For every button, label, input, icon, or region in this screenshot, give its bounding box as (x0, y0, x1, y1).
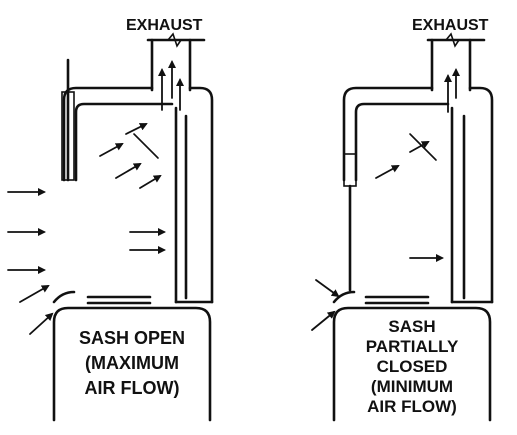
caption-right-line-1: SASH (388, 317, 435, 336)
caption-right-line-5: AIR FLOW) (367, 397, 457, 416)
exhaust-label-left: EXHAUST (126, 17, 203, 34)
caption-right: SASH PARTIALLY CLOSED (MINIMUM AIR FLOW) (366, 317, 459, 416)
airflow-arrows-left (7, 60, 184, 335)
caption-left-line-3: AIR FLOW) (85, 378, 180, 398)
hood-sash-open: EXHAUST SASH OPEN (MAXIMUM AIR FLOW) (7, 17, 214, 422)
caption-left-line-1: SASH OPEN (79, 328, 185, 348)
caption-left-line-2: (MAXIMUM (85, 353, 179, 373)
caption-right-line-4: (MINIMUM (371, 377, 453, 396)
airfoil-left (52, 290, 152, 305)
exhaust-duct-right (426, 32, 486, 92)
hood-sash-partially-closed: EXHAUST SASH PARTIALLY CLOSED (MINIMUM A… (311, 17, 494, 422)
exhaust-duct-left (146, 32, 206, 92)
base-cabinet-left (52, 306, 212, 422)
airfoil-right (332, 290, 430, 305)
caption-right-line-3: CLOSED (377, 357, 448, 376)
hood-body-left (61, 58, 214, 304)
caption-left: SASH OPEN (MAXIMUM AIR FLOW) (79, 328, 185, 398)
caption-right-line-2: PARTIALLY (366, 337, 459, 356)
airflow-arrows-right (311, 68, 460, 331)
exhaust-label-right: EXHAUST (412, 17, 489, 34)
hood-body-right (342, 86, 494, 304)
